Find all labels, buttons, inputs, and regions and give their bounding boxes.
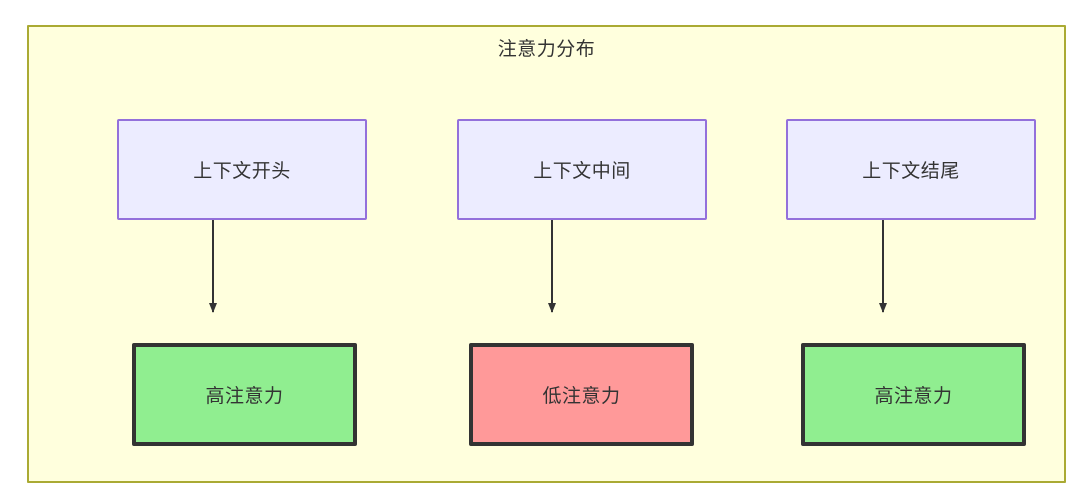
- node-label: 高注意力: [205, 386, 284, 407]
- node-label: 上下文中间: [533, 161, 631, 182]
- node-low-attention-middle[interactable]: 低注意力: [469, 343, 694, 446]
- subgraph-title: 注意力分布: [497, 39, 596, 60]
- node-high-attention-end[interactable]: 高注意力: [801, 343, 1026, 446]
- node-context-start[interactable]: 上下文开头: [117, 119, 367, 220]
- node-context-end[interactable]: 上下文结尾: [786, 119, 1036, 220]
- attention-distribution-subgraph: 注意力分布 上下文开头 上下文中间 上下文结尾: [27, 25, 1066, 483]
- node-label: 上下文开头: [193, 161, 291, 182]
- node-label: 上下文结尾: [862, 161, 960, 182]
- node-label: 低注意力: [542, 386, 621, 407]
- node-label: 高注意力: [874, 386, 953, 407]
- node-high-attention-start[interactable]: 高注意力: [132, 343, 357, 446]
- node-context-middle[interactable]: 上下文中间: [457, 119, 707, 220]
